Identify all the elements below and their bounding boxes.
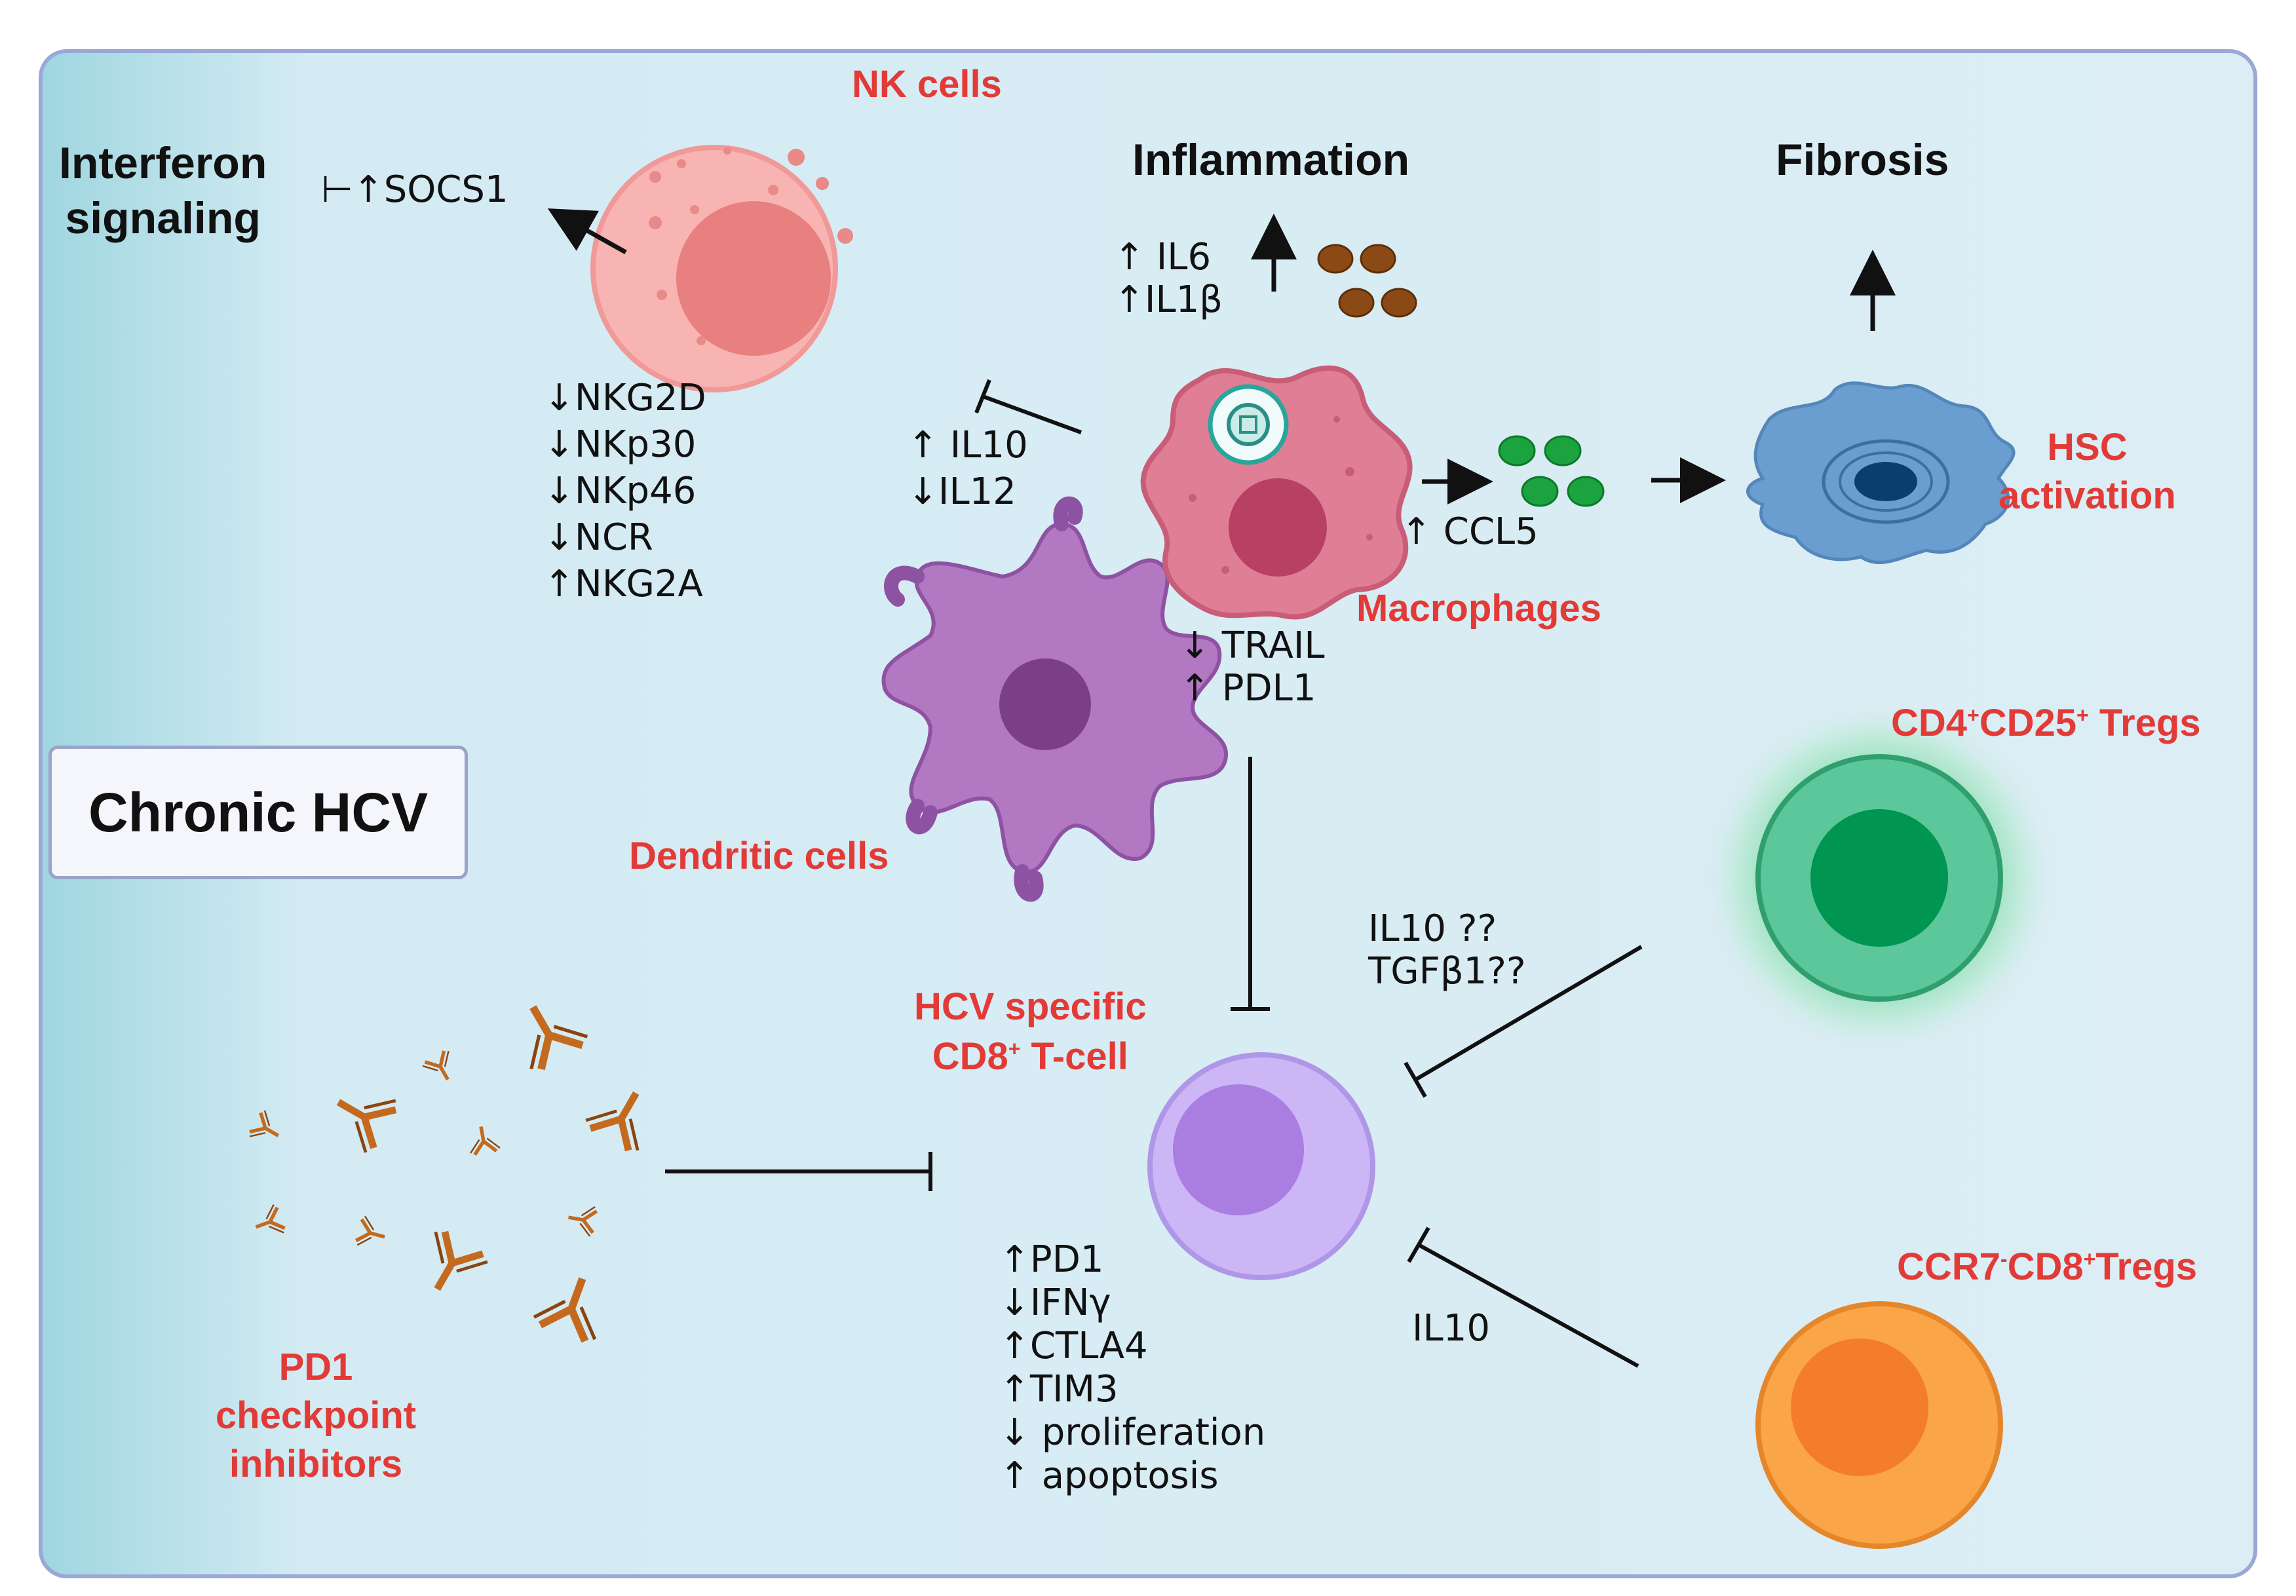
hepatic-stellate-cell <box>1746 381 2016 564</box>
ccr7-tregs-label: CCR7-CD8+Tregs <box>1897 1245 2198 1288</box>
ccr7-treg-cell <box>1755 1301 2003 1549</box>
dendritic-cell <box>881 496 1229 902</box>
chronic-hcv-title-box: Chronic HCV <box>48 746 468 879</box>
cd4-tregs-label: CD4+CD25+ Tregs <box>1891 702 2201 744</box>
pd1-inhibitors-label: PD1 checkpoint inhibitors <box>215 1346 417 1485</box>
macrophage <box>1140 365 1413 620</box>
inflammation-label: Inflammation <box>1132 135 1410 185</box>
il6-il1b-list: ↑ IL6 ↑IL1β <box>1114 236 1223 321</box>
ccl5-label: ↑ CCL5 <box>1401 510 1539 553</box>
il10-label: IL10 <box>1412 1307 1490 1350</box>
hcv-specific-cd8-label: HCV specific CD8+ T-cell <box>914 985 1147 1078</box>
macrophage-inhibits-nk <box>982 394 1082 434</box>
tcell-markers-list: ↑PD1 ↓IFNγ ↑CTLA4 ↑TIM3 ↓ proliferation … <box>999 1238 1266 1497</box>
nk-markers-list: ↓NKG2D ↓NKp30 ↓NKp46 ↓NCR ↑NKG2A <box>544 377 706 605</box>
inflammatory-cytokines <box>1317 244 1417 318</box>
il10-tgfb-list: IL10 ?? TGFβ1?? <box>1368 907 1526 993</box>
nk-cells-label: NK cells <box>852 63 1002 105</box>
hsc-activation-label: HSC activation <box>1999 426 2176 517</box>
fibrosis-label: Fibrosis <box>1776 135 1949 185</box>
dendritic-cells-label: Dendritic cells <box>629 835 889 877</box>
chronic-hcv-title: Chronic HCV <box>88 781 429 843</box>
il10-il12-list: ↑ IL10 ↓IL12 <box>908 424 1028 513</box>
cd4-treg-cell <box>1702 701 2056 1055</box>
socs1-label: ⊢↑SOCS1 <box>321 168 508 211</box>
cd4-treg-inhibits-cd8 <box>1414 945 1643 1082</box>
ccl5-cytokines <box>1498 435 1605 507</box>
nk-to-interferon-arrow <box>547 208 627 255</box>
macrophages-label: Macrophages <box>1356 587 1601 630</box>
nk-cell <box>590 145 853 392</box>
ccr7-treg-inhibits-cd8 <box>1417 1243 1639 1368</box>
interferon-signaling-label: Interferon signaling <box>59 138 267 243</box>
cd8-t-cell <box>1147 1052 1375 1280</box>
trail-pdl1-list: ↓ TRAIL ↑ PDL1 <box>1179 624 1325 710</box>
